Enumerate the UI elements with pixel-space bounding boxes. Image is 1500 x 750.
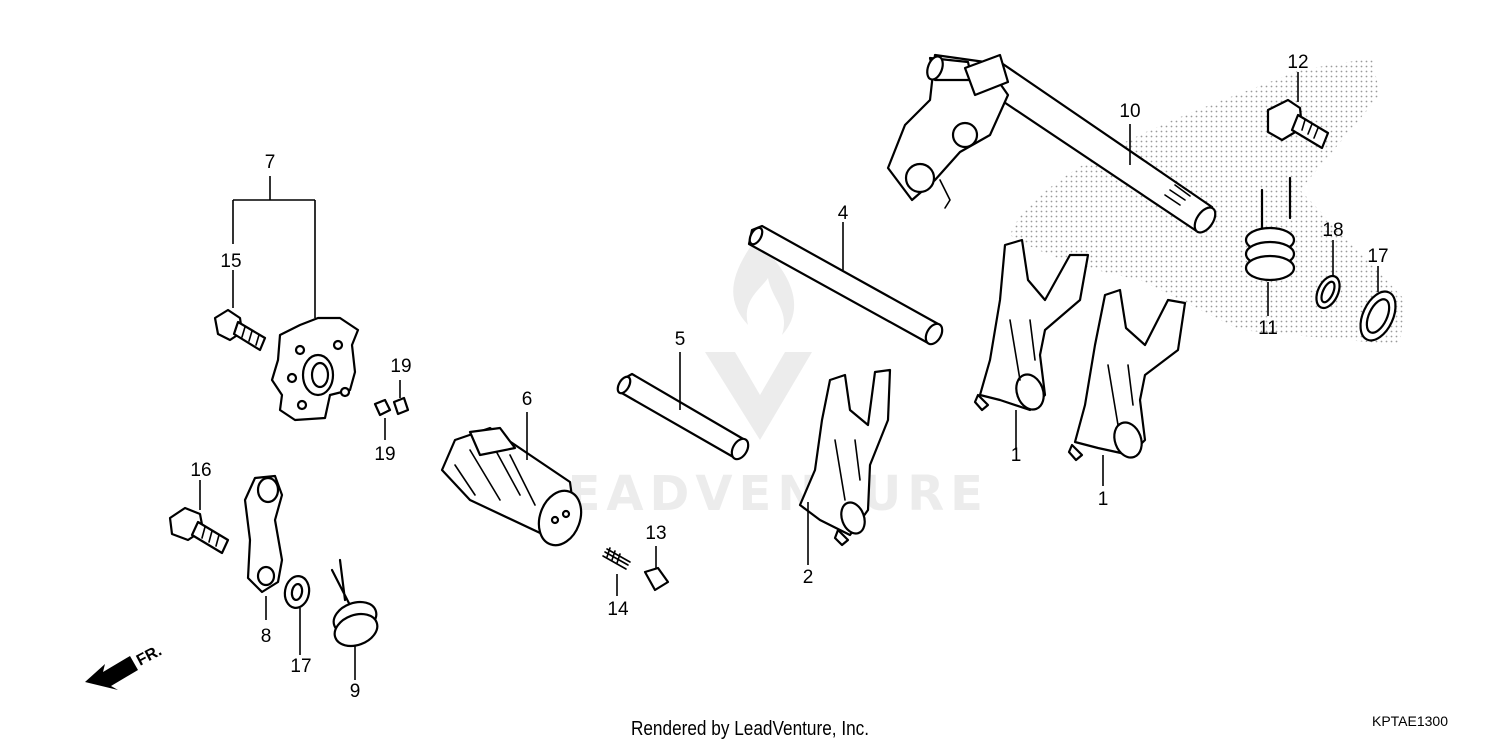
dowel-pin-19a [373,398,392,417]
gearshift-spindle [886,53,1217,234]
callout-10: 11 [1258,318,1278,339]
callout-2: 2 [803,567,814,588]
washer-17 [1359,290,1397,342]
shift-fork-1-upper [973,238,1090,412]
callout-8: 9 [350,681,361,702]
callout-13: 14 [607,599,629,620]
stopper-arm [243,474,284,594]
callout-3: 4 [838,203,849,224]
callout-19b: 19 [374,444,395,465]
watermark-logo [705,240,812,440]
bolt-11 [1266,98,1330,150]
leader-lines [199,72,1379,680]
dowel-pin-19b [392,396,410,416]
shift-fork-shaft-long [747,224,944,346]
front-arrow-label: FR. [134,642,165,669]
callout-15: 16 [190,460,211,481]
footer-credit: Rendered by LeadVenture, Inc. [630,718,870,740]
callout-16: 17 [290,656,311,677]
callout-9: 10 [1119,101,1140,122]
shift-fork-2 [798,368,892,547]
callout-17: 17 [1367,246,1388,267]
diagram-code: KPTAE1300 [1371,713,1448,729]
spring-10 [1244,176,1296,282]
washer-16 [283,575,311,609]
shift-drum [440,426,583,547]
callout-12: 13 [645,523,666,544]
drum-center-plate [270,316,360,422]
front-arrow-icon [85,656,138,690]
callout-7: 8 [261,626,272,647]
spring-8 [330,558,379,648]
callout-5: 6 [522,389,533,410]
callout-14: 15 [220,251,241,272]
callout-11: 12 [1287,52,1308,73]
watermark-text: LEADVENTURE [531,466,989,522]
callout-1a: 1 [1011,445,1022,466]
bolt-15 [168,506,230,555]
shift-fork-shaft-short [616,372,750,461]
callout-4: 5 [675,329,686,350]
spring-13 [602,547,631,570]
callout-1b: 1 [1098,489,1109,510]
callout-19a: 19 [390,356,411,377]
bolt-14 [213,308,267,352]
shift-fork-1-lower [1067,288,1187,462]
callout-18: 18 [1322,220,1343,241]
callout-6: 7 [265,152,276,173]
pin-12 [643,566,670,592]
snap-ring-18 [1315,274,1341,310]
